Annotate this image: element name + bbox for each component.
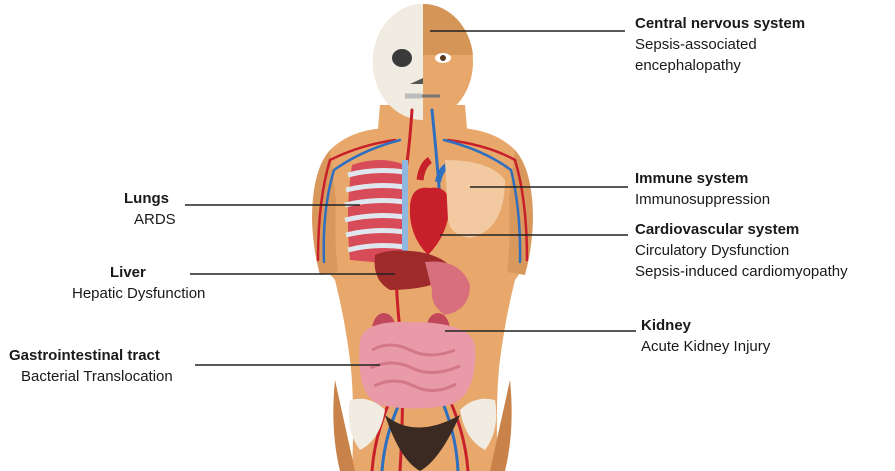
label-line: ARDS — [110, 209, 210, 230]
label-central-nervous-system: Central nervous system Sepsis-associated… — [635, 13, 805, 76]
label-gastrointestinal-tract: Gastrointestinal tract Bacterial Translo… — [9, 345, 173, 387]
label-title: Cardiovascular system — [635, 219, 848, 240]
label-line: Bacterial Translocation — [9, 366, 173, 387]
label-title: Kidney — [641, 315, 770, 336]
label-liver: Liver Hepatic Dysfunction — [70, 262, 240, 304]
label-title: Immune system — [635, 168, 770, 189]
label-immune-system: Immune system Immunosuppression — [635, 168, 770, 210]
label-title: Central nervous system — [635, 13, 805, 34]
label-cardiovascular-system: Cardiovascular system Circulatory Dysfun… — [635, 219, 848, 282]
label-title: Gastrointestinal tract — [9, 345, 173, 366]
label-line: Sepsis-induced cardiomyopathy — [635, 261, 848, 282]
body-silhouette — [312, 105, 533, 471]
label-line: Circulatory Dysfunction — [635, 240, 848, 261]
label-line: Sepsis-associated — [635, 34, 805, 55]
label-line: encephalopathy — [635, 55, 805, 76]
head — [373, 4, 473, 120]
label-title: Liver — [70, 262, 240, 283]
label-line: Hepatic Dysfunction — [70, 283, 240, 304]
label-line: Acute Kidney Injury — [641, 336, 770, 357]
label-kidney: Kidney Acute Kidney Injury — [641, 315, 770, 357]
label-lungs: Lungs ARDS — [110, 188, 210, 230]
label-title: Lungs — [110, 188, 210, 209]
label-line: Immunosuppression — [635, 189, 770, 210]
